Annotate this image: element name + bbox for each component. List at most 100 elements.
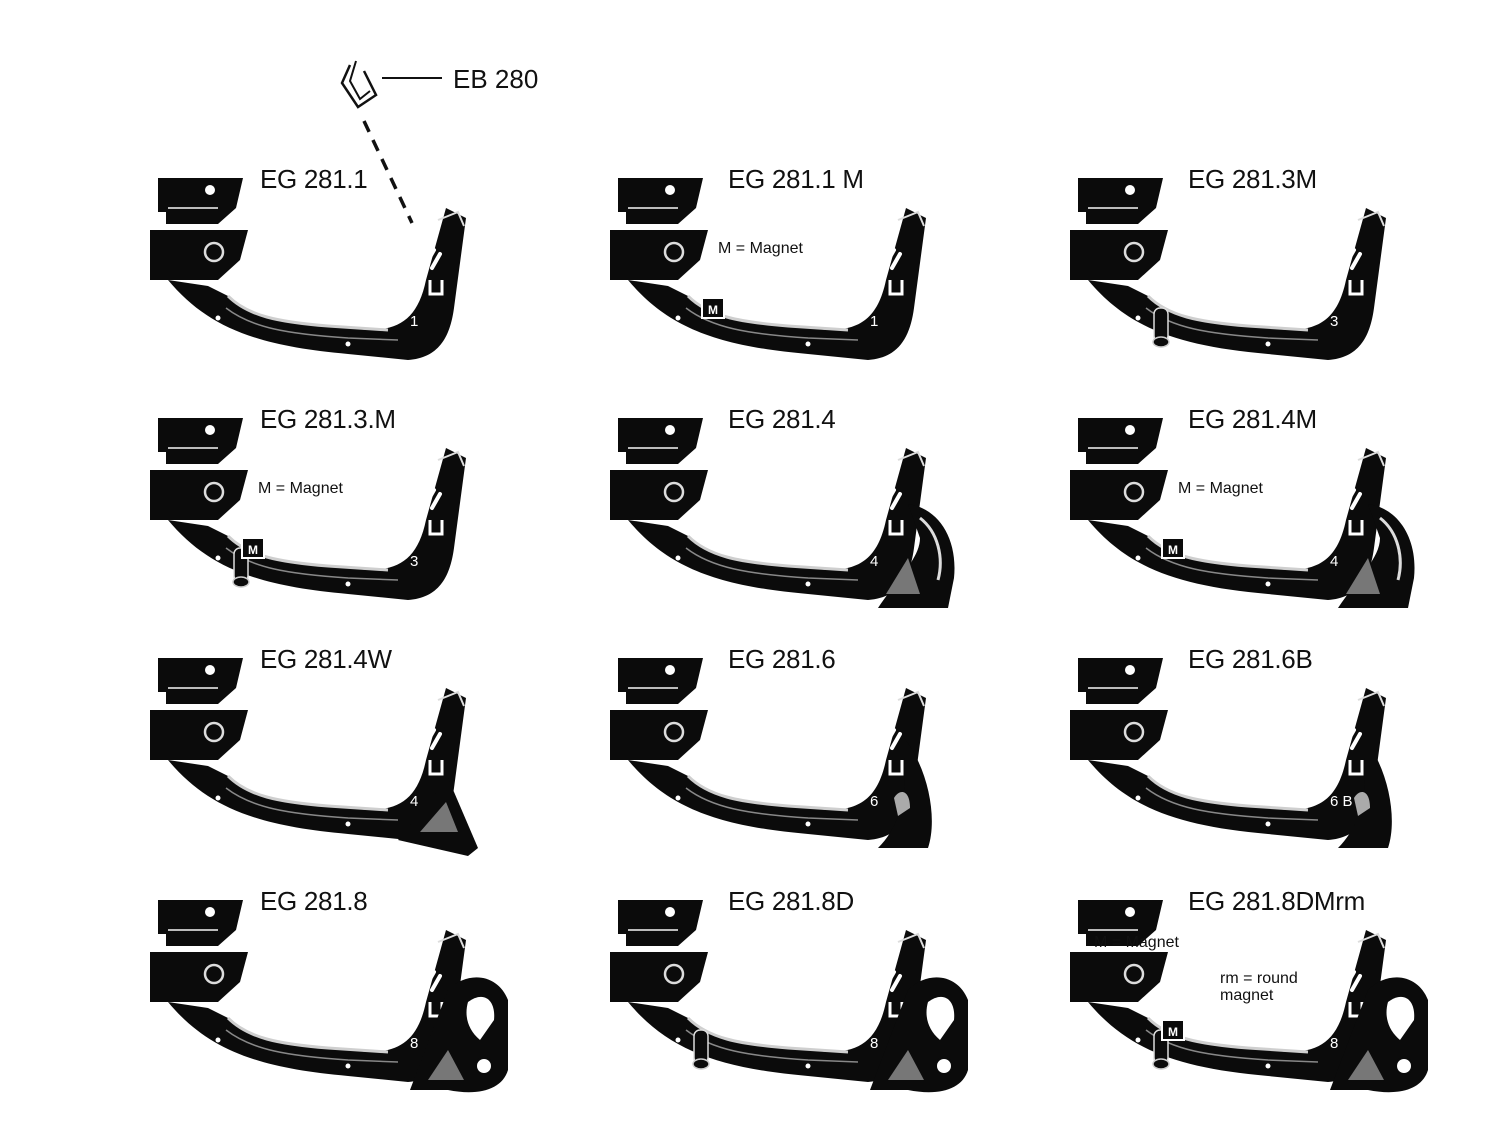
- part-number-label: 8: [410, 1035, 418, 1052]
- eb280-label: EB 280: [453, 64, 539, 94]
- bracket-top: [158, 418, 243, 464]
- pin-knob-icon: [1152, 307, 1170, 348]
- magnet-badge-icon: M: [241, 537, 265, 559]
- part-cell-1: M 1 EG 281.1: [148, 164, 568, 388]
- bracket-hole-icon: [1123, 663, 1137, 677]
- magnet-note: M = Magnet: [1094, 934, 1179, 951]
- bracket-body: [150, 470, 248, 520]
- round-magnet-note-line2: magnet: [1220, 987, 1274, 1004]
- handle-arm: [628, 448, 926, 600]
- bracket-top: [618, 178, 703, 224]
- logo-mark-icon: [424, 970, 442, 992]
- handle-arm: [1088, 448, 1386, 600]
- bracket-body: [610, 230, 708, 280]
- part-cell-7: M 4 EG 281.4W: [148, 644, 568, 868]
- bracket-hole-icon: [663, 905, 677, 919]
- magnet-note: M = Magnet: [258, 480, 343, 497]
- part-title: EG 281.6: [728, 644, 836, 674]
- bracket-body: [1070, 952, 1168, 1002]
- u-mark-icon: [428, 280, 444, 296]
- part-cell-3: M 3 EG 281.3M: [1068, 164, 1488, 388]
- bracket-top: [618, 418, 703, 464]
- u-mark-icon: [888, 520, 904, 536]
- logo-mark-icon: [424, 248, 442, 270]
- bracket-top: [1078, 658, 1163, 704]
- u-mark-icon: [1348, 520, 1364, 536]
- part-title: EG 281.3M: [1188, 164, 1317, 194]
- handle-illustration: M 3: [150, 418, 466, 609]
- part-title: EG 281.1: [260, 164, 368, 194]
- bracket-hole-icon: [663, 423, 677, 437]
- loop-extension: [870, 977, 968, 1093]
- handle-arm: [168, 208, 466, 360]
- part-title: EG 281.8: [260, 886, 368, 916]
- u-mark-icon: [888, 760, 904, 776]
- bracket-body: [1070, 470, 1168, 520]
- part-number-label: 3: [410, 553, 418, 570]
- pin-knob-icon: [692, 1029, 710, 1070]
- part-title: EG 281.8D: [728, 886, 854, 916]
- logo-mark-icon: [884, 970, 902, 992]
- part-number-label: 6 B: [1330, 793, 1353, 810]
- part-cell-8: M 6 EG 281.6: [608, 644, 1028, 868]
- handle-illustration: M 8: [150, 900, 508, 1093]
- bracket-top: [1078, 900, 1163, 946]
- bracket-body: [610, 470, 708, 520]
- bracket-top: [158, 178, 243, 224]
- handle-arm: [1088, 688, 1386, 840]
- bracket-hole-icon: [1123, 423, 1137, 437]
- magnet-badge-letter: M: [708, 303, 718, 317]
- part-cell-2: M 1 EG 281.1 M M = Magnet: [608, 164, 1028, 388]
- bracket-top: [158, 900, 243, 946]
- u-mark-icon: [1348, 760, 1364, 776]
- bracket-hole-icon: [203, 663, 217, 677]
- part-number-label: 3: [1330, 313, 1338, 330]
- handle-arm: [168, 688, 466, 840]
- magnet-badge-letter: M: [1168, 543, 1178, 557]
- bracket-body: [150, 952, 248, 1002]
- part-number-label: 1: [870, 313, 878, 330]
- magnet-badge-icon: M: [1161, 537, 1185, 559]
- part-title: EG 281.4W: [260, 644, 392, 674]
- handle-illustration: M 6: [610, 658, 932, 849]
- u-mark-icon: [428, 760, 444, 776]
- part-cell-4: M 3 EG 281.3.M M = Magnet: [148, 404, 568, 628]
- part-title: EG 281.6B: [1188, 644, 1313, 674]
- handle-illustration: M 4: [150, 658, 478, 856]
- bracket-body: [150, 710, 248, 760]
- bracket-hole-icon: [1123, 183, 1137, 197]
- magnet-note: M = Magnet: [718, 240, 803, 257]
- pinned-extension: [1338, 738, 1392, 848]
- bracket-top: [618, 658, 703, 704]
- handle-illustration: M 1: [150, 178, 466, 369]
- part-number-label: 6: [870, 793, 878, 810]
- part-number-label: 4: [1330, 553, 1338, 570]
- handle-illustration: M 8: [610, 900, 968, 1093]
- u-mark-icon: [428, 520, 444, 536]
- eb280-leader-line: [382, 77, 442, 79]
- part-number-label: 8: [870, 1035, 878, 1052]
- handle-illustration: M 4: [610, 418, 955, 609]
- part-number-label: 4: [870, 553, 878, 570]
- bracket-body: [150, 230, 248, 280]
- loop-extension: [410, 977, 508, 1093]
- bracket-hole-icon: [663, 663, 677, 677]
- bracket-body: [610, 710, 708, 760]
- bracket-body: [610, 952, 708, 1002]
- bracket-body: [1070, 710, 1168, 760]
- logo-mark-icon: [424, 728, 442, 750]
- part-number-label: 8: [1330, 1035, 1338, 1052]
- bracket-hole-icon: [203, 183, 217, 197]
- part-title: EG 281.4: [728, 404, 836, 434]
- part-number-label: 4: [410, 793, 418, 810]
- logo-mark-icon: [1344, 488, 1362, 510]
- logo-mark-icon: [884, 488, 902, 510]
- part-cell-6: M 4 EG 281.4M M = Magnet: [1068, 404, 1488, 628]
- bracket-top: [618, 900, 703, 946]
- hook-extension: [878, 504, 955, 608]
- magnet-badge-letter: M: [1168, 1025, 1178, 1039]
- logo-mark-icon: [1344, 248, 1362, 270]
- part-cell-11: M 8 EG 281.8D: [608, 886, 1028, 1110]
